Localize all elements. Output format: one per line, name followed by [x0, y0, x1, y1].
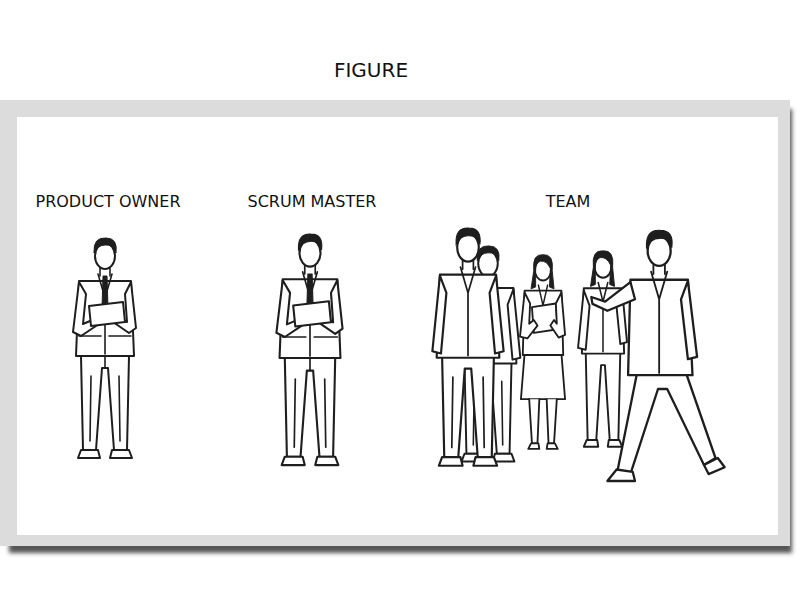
panel-frame — [0, 100, 790, 546]
team-member-figure — [591, 230, 724, 481]
panel-shadow — [9, 109, 792, 553]
role-label: SCRUM MASTER — [248, 192, 377, 211]
scrum-master-figure — [276, 234, 342, 465]
panel-ground — [17, 117, 778, 535]
role-label: PRODUCT OWNER — [35, 192, 180, 211]
team-member-figure — [578, 251, 627, 447]
figure-title: FIGURE — [334, 58, 408, 82]
product-owner-figure — [73, 238, 136, 458]
role-label: TEAM — [546, 192, 591, 211]
team-member-figure — [520, 255, 565, 449]
team-member-figure — [432, 228, 503, 466]
